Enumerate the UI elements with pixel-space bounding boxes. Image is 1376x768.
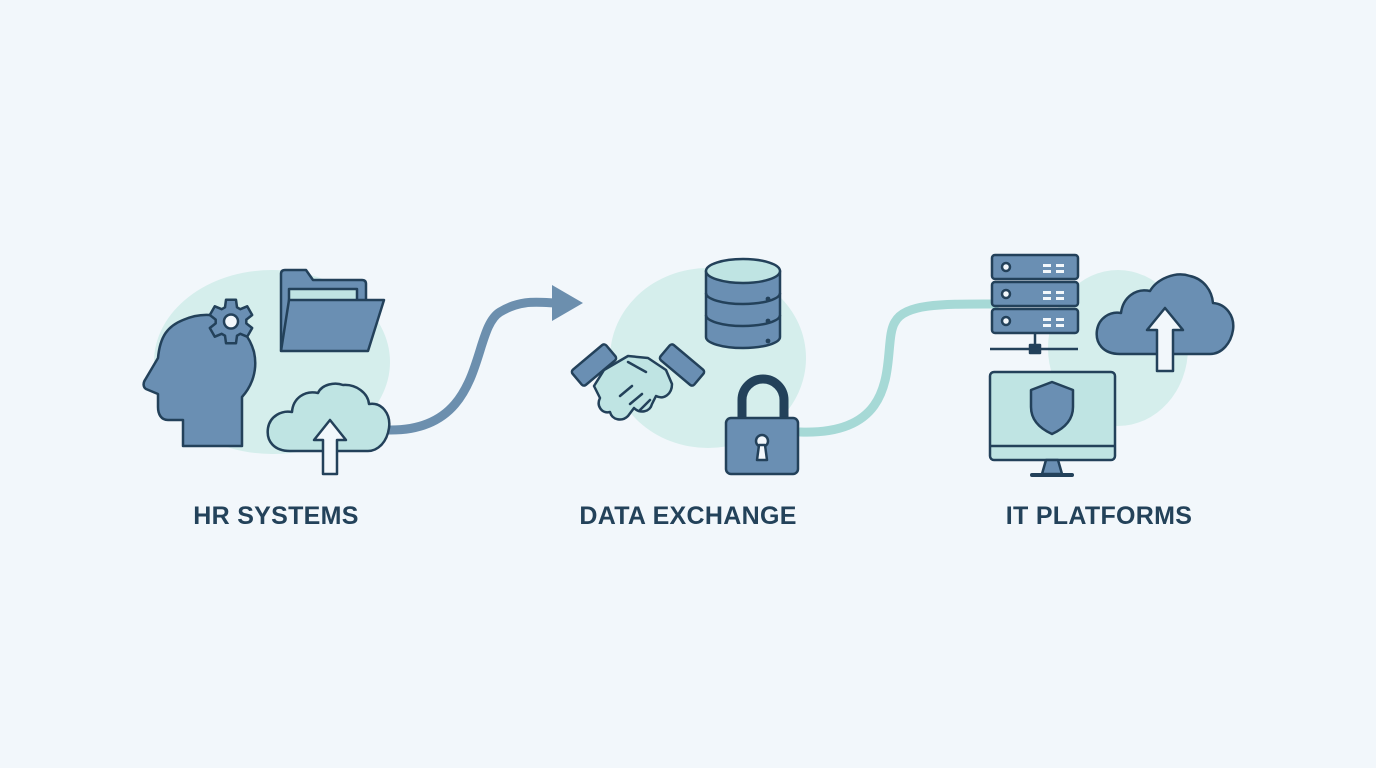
server-vents [1043,264,1064,327]
cloud-upload-icon [266,382,391,476]
gear-hub [222,313,240,330]
connector-hr-dx [383,285,583,435]
database-top [704,257,782,285]
monitor-shield-icon [988,370,1117,477]
upload-arrow-icon [1145,306,1185,373]
cloud-shape [266,382,391,453]
network-connector [990,333,1078,355]
server-led [1000,261,1012,273]
database-icon [704,257,782,350]
handshake-icon [570,343,706,421]
shield-icon [1029,380,1075,436]
database-dot [765,338,771,344]
handshake-fingers [618,360,652,412]
database-dot [765,296,771,302]
server-rack-icon [990,253,1080,355]
folder-front [279,298,386,353]
padlock-shackle [737,374,789,418]
folder-icon [279,268,386,353]
stage-label-data-exchange: DATA EXCHANGE [579,502,797,530]
connector-dx-it [795,299,1001,437]
database-dot [765,318,771,324]
upload-arrow-icon [312,418,348,476]
database-body [704,269,782,350]
arrowhead-icon [552,285,583,321]
connector-line [795,299,1001,437]
handshake-hands [592,354,674,421]
padlock-icon [724,374,800,476]
handshake-cuff-right [658,343,706,387]
handshake-cuff-left [570,343,618,387]
keyhole-slot [755,443,769,462]
monitor-stand [1040,458,1064,476]
head-gears-icon [142,298,257,448]
server-led [1000,315,1012,327]
database-divider [704,314,782,328]
stage-label-it-platforms: IT PLATFORMS [1005,502,1193,530]
database-divider [704,292,782,306]
connector-arrow-shaft [383,297,560,435]
server-led [1000,288,1012,300]
stage-label-hr-systems: HR SYSTEMS [193,502,359,530]
cloud-upload-icon [1095,273,1235,373]
